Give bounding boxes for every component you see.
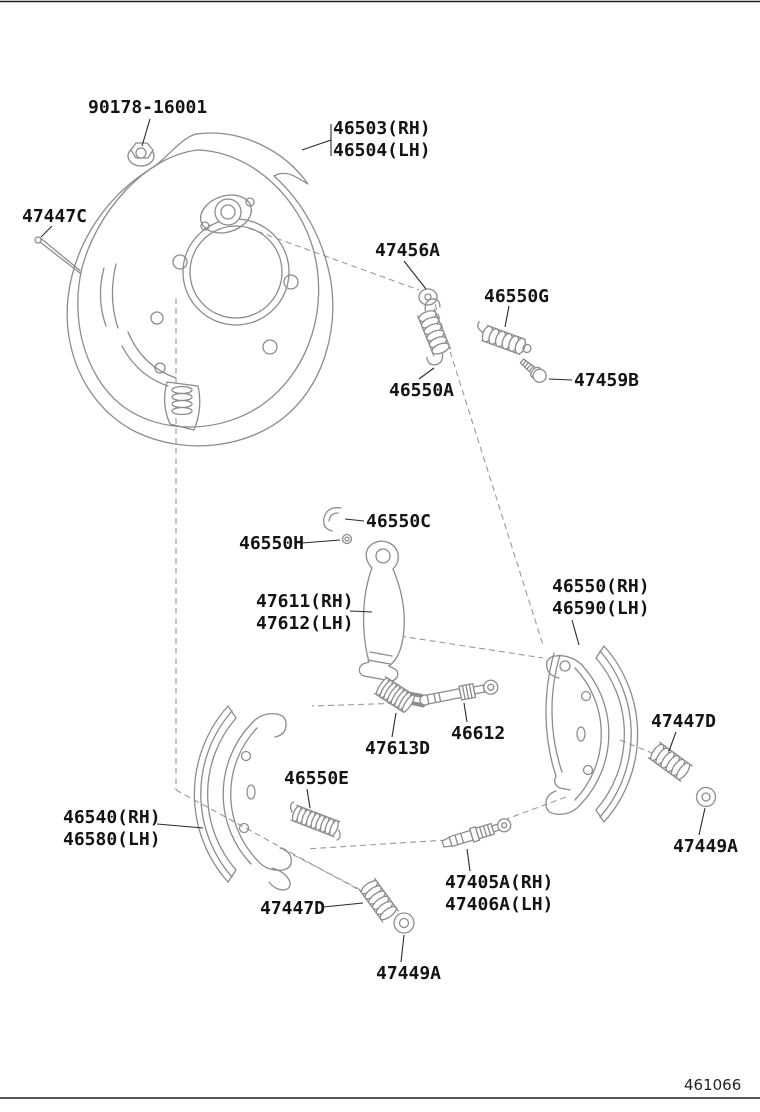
spring-46550a-drawing [417,298,452,366]
part-label-47447d-bottom: 47447D [260,898,326,919]
part-label-46550g: 46550G [484,286,550,307]
label-leader-lines [40,118,706,963]
part-label-47447c: 47447C [22,206,88,227]
washer-47456a-drawing [418,288,438,306]
part-label-47459b: 47459B [574,370,640,391]
part-label-46504-lh: 46504(LH) [333,140,431,161]
brake-shoe-left-drawing [193,705,292,891]
clip-46550c-drawing [323,507,342,532]
part-label-47612-lh: 47612(LH) [256,613,354,634]
part-label-47611-rh: 47611(RH) [256,591,354,612]
nut-drawing [127,142,155,167]
bolt-47459b-drawing [519,358,547,383]
part-label-90178-16001: 90178-16001 [88,97,208,118]
part-label-46550-rh: 46550(RH) [552,576,650,597]
spring-46550g-drawing [477,320,532,355]
part-label-46590-lh: 46590(LH) [552,598,650,619]
part-label-47449a-bottom: 47449A [376,963,442,984]
part-label-46503-rh: 46503(RH) [333,118,431,139]
part-label-46550h: 46550H [239,533,305,554]
part-label-46550e: 46550E [284,768,350,789]
spring-47613d-drawing [373,675,416,714]
part-label-47613d: 47613D [365,738,431,759]
spring-47447d-right-drawing [647,741,693,782]
part-label-47406a-lh: 47406A(LH) [445,894,554,915]
pin-drawing [34,236,81,274]
ring-46550h-drawing [341,533,353,545]
part-label-46580-lh: 46580(LH) [63,829,161,850]
spring-47447d-bottom-drawing [358,877,399,923]
part-label-46612: 46612 [451,723,506,744]
part-label-47456a: 47456A [375,240,441,261]
part-label-47447d-right: 47447D [651,711,717,732]
adjuster-46612-drawing [402,679,499,708]
backing-plate-drawing [66,132,334,447]
part-label-46550c: 46550C [366,511,432,532]
lever-drawing [358,540,405,682]
brake-shoe-right-drawing [545,645,639,823]
diagram-number: 461066 [684,1076,742,1094]
part-label-46550a: 46550A [389,380,455,401]
spring-46550e-drawing [289,801,341,841]
part-label-47449a-right: 47449A [673,836,739,857]
part-label-47405a-rh: 47405A(RH) [445,872,554,893]
washer-47449a-bottom-drawing [393,912,415,934]
washer-47449a-right-drawing [695,786,717,808]
strut-47405a-drawing [441,818,512,848]
part-label-46540-rh: 46540(RH) [63,807,161,828]
